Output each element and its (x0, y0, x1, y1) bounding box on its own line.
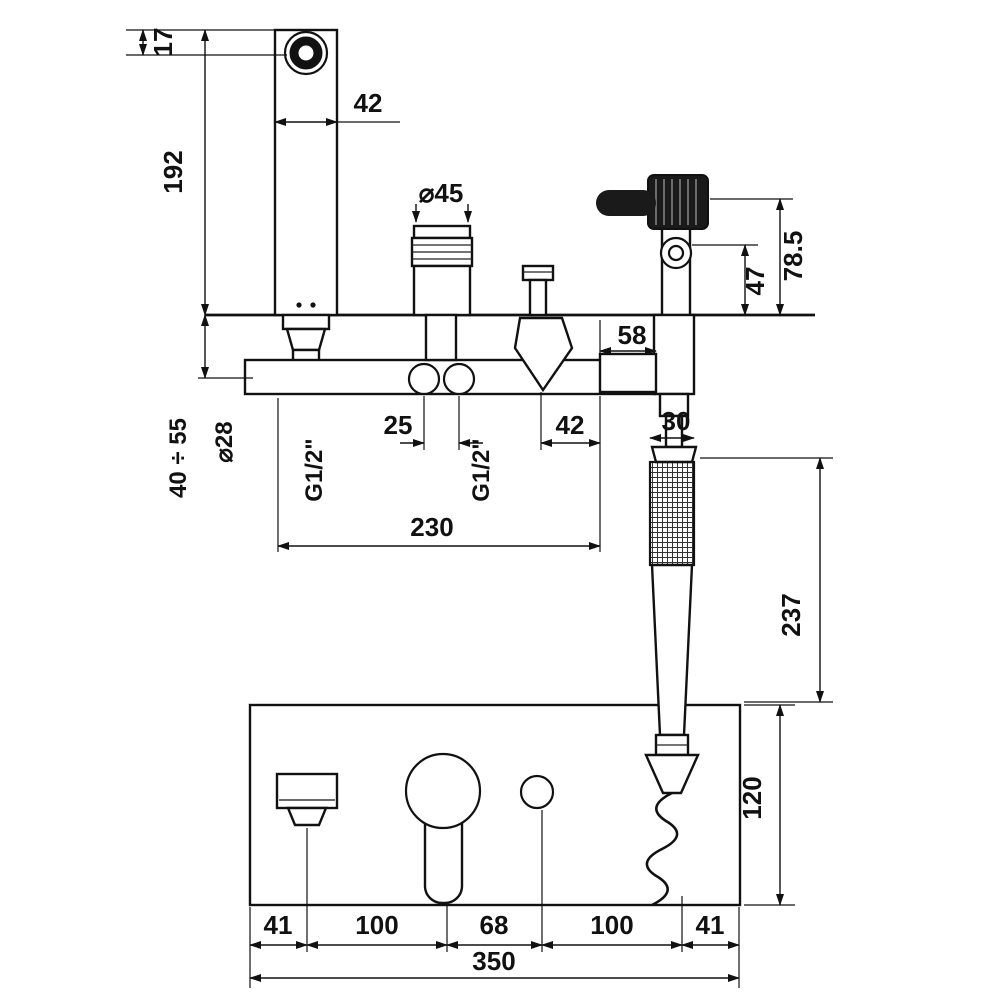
dimension-handle-diameter: ⌀45 (412, 178, 472, 223)
dimension-outlet-offset: 58 (599, 320, 657, 355)
dim-label-panel-height: 120 (737, 776, 767, 819)
dim-label-seg1: 41 (264, 910, 293, 940)
dim-label-deck-thickness: 40 ÷ 55 (165, 418, 192, 498)
shower-hose (645, 791, 679, 907)
front-knob (519, 774, 555, 810)
dimension-diverter-offset: 42 (540, 392, 601, 552)
dimension-total-width: 350 (249, 946, 740, 982)
dim-label-handshower-diameter: 30 (662, 406, 691, 436)
dim-label-bracket-height: 78.5 (778, 231, 808, 282)
dim-label-handle-diameter: ⌀45 (419, 178, 464, 208)
dimension-spout-width: 42 (274, 88, 400, 126)
front-spout (275, 772, 339, 827)
dim-label-bracket-drop: 47 (740, 267, 770, 296)
dim-label-diverter-offset: 42 (556, 410, 585, 440)
dim-label-total-width: 350 (472, 946, 515, 976)
dim-label-thread-right: G1/2" (468, 438, 495, 501)
dim-label-seg3: 68 (480, 910, 509, 940)
cartridge-handle (410, 224, 474, 362)
dim-label-spout-height: 192 (158, 150, 188, 193)
dimension-bracket-height: 78.5 (710, 198, 808, 316)
dimension-spout-tip: 17 (126, 28, 287, 57)
dim-label-seg4: 100 (590, 910, 633, 940)
dim-label-seg5: 41 (696, 910, 725, 940)
dimension-deck-thickness: 40 ÷ 55 (165, 314, 253, 498)
dim-label-seg2: 100 (355, 910, 398, 940)
dimensions: 17 192 42 ⌀45 78.5 47 (126, 28, 833, 988)
front-handle (404, 752, 482, 905)
dimension-hose-drop: 237 (700, 457, 833, 703)
dim-label-thread-left: G1/2" (301, 438, 328, 501)
dimension-panel-height: 120 (737, 704, 795, 906)
bracket-lever (596, 190, 656, 216)
dim-label-outlet-offset: 58 (618, 320, 647, 350)
dim-label-body-length: 230 (410, 512, 453, 542)
dim-label-inlet-spacing: 25 (384, 410, 413, 440)
mounting-rail (243, 358, 657, 396)
handshower-wand (644, 445, 700, 907)
spout-side (273, 28, 339, 363)
dimension-bracket-drop: 47 (692, 244, 770, 316)
dimension-handshower-diameter: 30 (649, 406, 695, 442)
dim-label-hole-diameter: ⌀28 (211, 421, 238, 462)
handshower-bracket (596, 174, 709, 449)
dim-label-spout-tip: 17 (148, 28, 178, 57)
dimension-inlet-spacing: 25 (384, 396, 483, 450)
dimension-body-length: 230 (277, 398, 601, 552)
side-view (205, 28, 815, 907)
diverter (513, 264, 574, 393)
dim-label-hose-drop: 237 (776, 593, 806, 636)
dim-label-spout-width: 42 (354, 88, 383, 118)
dimension-spout-height: 192 (158, 29, 209, 316)
front-fixtures (275, 752, 555, 905)
